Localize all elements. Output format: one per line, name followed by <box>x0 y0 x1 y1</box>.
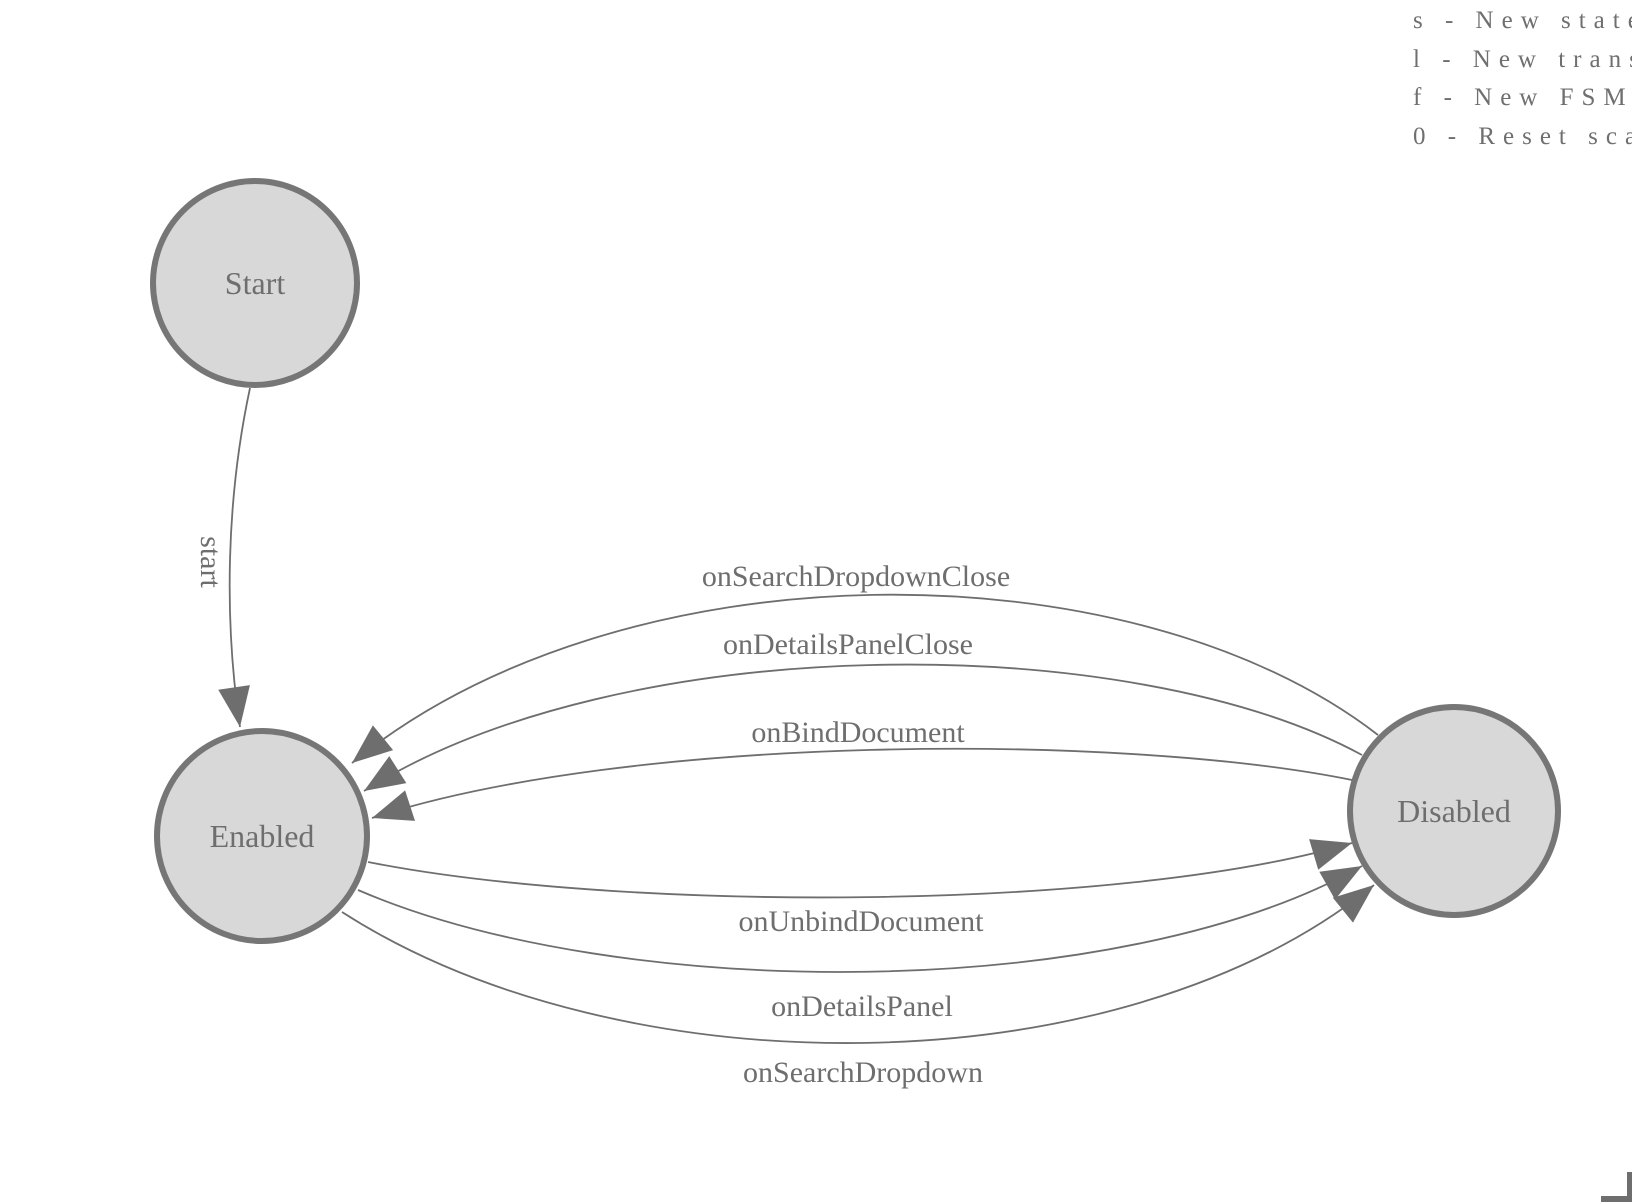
state-node-start[interactable]: Start <box>150 178 360 388</box>
state-label-start: Start <box>225 265 286 301</box>
bottom-right-frame-corner-vertical <box>1627 1172 1632 1202</box>
arrowhead-into-enabled-from-start <box>218 685 250 727</box>
arrowhead-into-disabled-2 <box>1319 866 1362 900</box>
legend-line-new-transition: l - New transition <box>1413 45 1632 73</box>
edge-start-path[interactable] <box>228 387 251 728</box>
shortcut-legend: s - New state l - New transition f - New… <box>1413 2 1632 156</box>
edge-onBindDocument-path[interactable] <box>371 747 1353 819</box>
edge-onDetailsPanelClose[interactable]: onDetailsPanelClose <box>355 628 1363 805</box>
edge-onDetailsPanelClose-path[interactable] <box>363 663 1363 792</box>
legend-line-reset-scale: 0 - Reset scale <box>1413 122 1632 150</box>
edge-onSearchDropdown[interactable]: onSearchDropdown <box>341 873 1384 1089</box>
edge-start[interactable]: start <box>194 387 256 729</box>
edge-label-onDetailsPanel[interactable]: onDetailsPanel <box>771 990 953 1023</box>
edge-onDetailsPanel-path[interactable] <box>357 865 1363 973</box>
edge-label-onDetailsPanelClose[interactable]: onDetailsPanelClose <box>723 628 973 661</box>
arrowhead-into-enabled-3 <box>372 790 415 821</box>
state-circle-start[interactable] <box>150 178 360 388</box>
edge-onUnbindDocument-path[interactable] <box>367 842 1353 899</box>
edge-onSearchDropdown-path[interactable] <box>341 884 1375 1044</box>
legend-line-new-fsm: f - New FSM <box>1413 84 1632 111</box>
state-circle-enabled[interactable] <box>154 728 370 944</box>
edge-label-onSearchDropdownClose[interactable]: onSearchDropdownClose <box>702 560 1010 593</box>
bottom-right-frame-corner-horizontal <box>1601 1196 1632 1202</box>
arrowhead-into-disabled-3 <box>1332 885 1374 923</box>
state-node-disabled[interactable]: Disabled <box>1347 704 1561 918</box>
edge-label-onUnbindDocument[interactable]: onUnbindDocument <box>739 905 985 938</box>
edge-onDetailsPanel[interactable]: onDetailsPanel <box>357 852 1370 1023</box>
arrowhead-into-disabled-1 <box>1309 839 1352 870</box>
edge-onSearchDropdownClose-path[interactable] <box>351 593 1379 764</box>
state-circle-disabled[interactable] <box>1347 704 1561 918</box>
state-node-enabled[interactable]: Enabled <box>154 728 370 944</box>
state-label-disabled: Disabled <box>1397 793 1511 829</box>
edge-onUnbindDocument[interactable]: onUnbindDocument <box>367 828 1357 938</box>
arrowhead-into-enabled-1 <box>352 725 394 763</box>
legend-line-new-state: s - New state <box>1413 7 1632 34</box>
edge-onBindDocument[interactable]: onBindDocument <box>367 716 1353 833</box>
edge-label-onSearchDropdown[interactable]: onSearchDropdown <box>743 1056 983 1089</box>
edge-label-onBindDocument[interactable]: onBindDocument <box>751 716 965 749</box>
edge-onSearchDropdownClose[interactable]: onSearchDropdownClose <box>342 560 1379 775</box>
state-label-enabled: Enabled <box>210 818 315 854</box>
edge-label-start[interactable]: start <box>194 536 227 588</box>
arrowhead-into-enabled-2 <box>364 756 407 791</box>
